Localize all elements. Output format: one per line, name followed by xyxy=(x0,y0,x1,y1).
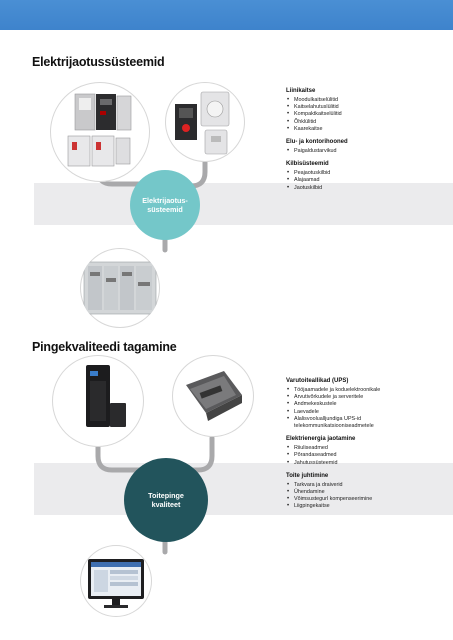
header-bar xyxy=(0,0,453,30)
group-items: Tarkvara ja draiverid Ühendamine Võimsus… xyxy=(286,482,451,511)
list-item: Ühendamine xyxy=(286,489,451,496)
group-heading: Varutoiteallikad (UPS) xyxy=(286,378,349,384)
group-items: Riiuliseadmed Põrandaseadmed Jahutussüst… xyxy=(286,445,451,467)
list-item: Kaitselahutuslülitid xyxy=(286,104,451,111)
group-heading: Elektrienergia jaotamine xyxy=(286,436,356,443)
list-item: Peajaotuskilbid xyxy=(286,170,451,177)
center-label-line2: kvaliteet xyxy=(151,500,181,509)
distribution-cabinet-photo xyxy=(80,248,160,328)
product-list-power-quality: Varutoiteallikad (UPS) Tööjaamadele ja k… xyxy=(286,378,451,517)
list-item: Õhklülitid xyxy=(286,119,451,126)
center-label-line2: süsteemid xyxy=(147,205,183,214)
list-item: Kompaktkaitselülitid xyxy=(286,111,451,118)
list-item: Laevadele xyxy=(286,409,451,416)
list-item: Liigpingekaitse xyxy=(286,503,451,510)
center-circle-distribution: Elektrijaotus-süsteemid xyxy=(130,170,200,240)
section-title-power-quality: Pingekvaliteedi tagamine xyxy=(32,340,177,354)
list-item: Alajaamad xyxy=(286,177,451,184)
group-heading: Toite juhtimine xyxy=(286,472,329,479)
list-item: Tööjaamadele ja koduelektroonikale xyxy=(286,387,451,394)
list-item: Jaotuskilbid xyxy=(286,185,451,192)
center-label-line1: Toitepinge xyxy=(148,490,184,500)
switchgear-breakers-photo xyxy=(50,82,150,182)
center-label-line1: Elektrijaotus- xyxy=(142,195,188,205)
list-item: Alalisvoolualljundiga UPS-id telekommuni… xyxy=(286,416,451,430)
group-heading: Kilbisüsteemid xyxy=(286,161,329,168)
safety-switches-photo xyxy=(165,82,245,162)
list-item: Tarkvara ja draiverid xyxy=(286,482,451,489)
list-item: Võimsustegurl kompenseerimine xyxy=(286,496,451,503)
list-item: Põrandaseadmed xyxy=(286,452,451,459)
list-item: Kaarekaitse xyxy=(286,126,451,133)
list-item: Moodulkaitselülitid xyxy=(286,97,451,104)
section-title-distribution: Elektrijaotussüsteemid xyxy=(32,55,165,69)
list-item-line2: telekommunikatsiooniseadmetele xyxy=(294,423,374,430)
product-list-distribution: Liinikaitse Moodulkaitselülitid Kaitsela… xyxy=(286,88,451,198)
list-item-line1: Alalisvoolualljundiga UPS-id xyxy=(294,415,362,422)
list-item: Riiuliseadmed xyxy=(286,445,451,452)
group-items: Paigaldustarvikud xyxy=(286,148,451,155)
group-items: Moodulkaitselülitid Kaitselahutuslülitid… xyxy=(286,97,451,133)
ups-tower-photo xyxy=(52,355,144,447)
list-item: Paigaldustarvikud xyxy=(286,148,451,155)
busbar-module-photo xyxy=(172,355,254,437)
group-heading: Elu- ja kontorihooned xyxy=(286,139,348,146)
group-heading: Liinikaitse xyxy=(286,88,316,94)
group-items: Tööjaamadele ja koduelektroonikale Arvut… xyxy=(286,387,451,430)
list-item: Andmekeskustele xyxy=(286,401,451,408)
group-items: Peajaotuskilbid Alajaamad Jaotuskilbid xyxy=(286,170,451,192)
monitoring-screen-photo xyxy=(80,545,152,617)
list-item: Arvutivõrkudele ja serveritele xyxy=(286,394,451,401)
list-item: Jahutussüsteemid xyxy=(286,460,451,467)
